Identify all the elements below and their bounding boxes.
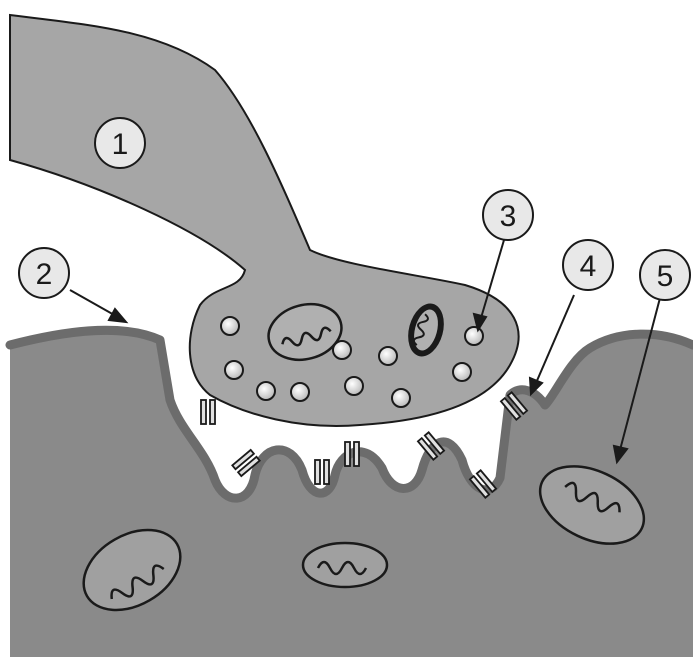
vesicle — [221, 317, 239, 335]
svg-text:4: 4 — [580, 250, 597, 283]
label-5: 5 — [640, 250, 690, 300]
vesicle — [333, 341, 351, 359]
vesicle — [257, 382, 275, 400]
vesicle — [345, 377, 363, 395]
label-1: 1 — [95, 118, 145, 168]
arrow-2 — [70, 290, 126, 322]
mitochondrion-post-2 — [303, 543, 387, 587]
receptor — [315, 460, 329, 484]
vesicle — [379, 347, 397, 365]
label-4: 4 — [563, 240, 613, 290]
vesicle — [465, 327, 483, 345]
svg-text:2: 2 — [36, 258, 53, 291]
svg-text:3: 3 — [500, 200, 517, 233]
vesicle — [392, 389, 410, 407]
vesicle — [453, 363, 471, 381]
vesicle — [225, 361, 243, 379]
receptor — [201, 400, 215, 424]
vesicle — [291, 383, 309, 401]
svg-text:1: 1 — [112, 128, 129, 161]
label-2: 2 — [19, 248, 69, 298]
svg-text:5: 5 — [657, 260, 674, 293]
label-3: 3 — [483, 190, 533, 240]
